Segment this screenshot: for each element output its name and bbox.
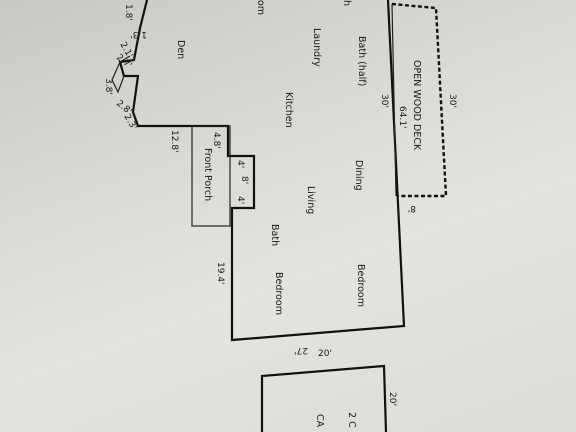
dim-label-8-porch: 8': [239, 176, 249, 184]
dim-label-4-8: 4.8': [211, 132, 221, 149]
dim-label-27: 27': [294, 345, 308, 355]
dim-label-20-garage-top: 20': [318, 349, 332, 359]
room-label-dining: Dining: [353, 160, 364, 191]
room-label-open-wood-deck: OPEN WOOD DECK: [411, 60, 422, 151]
dim-label-30-house: 30': [379, 94, 389, 108]
dim-label-2-3: 2.3': [121, 113, 138, 133]
room-label-edge-top2: h: [341, 0, 352, 6]
room-label-kitchen: Kitchen: [283, 92, 294, 128]
dim-label-20-garage-right: 20': [387, 392, 397, 406]
dim-label-12-8: 12.8': [169, 130, 179, 153]
dim-label-64-1: 64.1': [397, 106, 407, 129]
deck-inner-line: [391, 3, 397, 197]
dim-label-19-4: 19.4': [215, 262, 225, 285]
room-label-laundry: Laundry: [311, 28, 322, 67]
room-label-bedroom-left: Bedroom: [273, 272, 284, 315]
house-outline-wall: [118, 0, 406, 342]
open-wood-deck-outline: [391, 2, 448, 198]
dim-label-4-porch-bottom: 4': [235, 196, 245, 204]
dim-label-4-porch-left: 4': [235, 160, 245, 168]
room-label-bedroom-right: Bedroom: [355, 264, 366, 307]
dim-label-1-8: 1.8': [123, 4, 133, 21]
dim-label-8-deck: 8': [408, 203, 416, 213]
dim-label-1-3: 1.3': [130, 29, 147, 39]
garage-outline: [260, 364, 388, 432]
dim-label-30-deck-top: 30': [447, 94, 457, 108]
dim-label-3-8: 3.8': [103, 78, 113, 95]
room-label-garage-1: 2 C: [346, 412, 357, 428]
room-label-front-porch: Front Porch: [202, 148, 213, 201]
room-label-edge-top: om: [255, 0, 266, 15]
room-label-garage-2: CA: [314, 414, 325, 428]
room-label-bath: Bath: [269, 224, 280, 246]
entry-notch-detail: [111, 55, 131, 94]
room-label-living: Living: [305, 186, 316, 214]
room-label-bath-half: Bath (half): [356, 36, 367, 86]
room-label-den: Den: [175, 40, 186, 59]
front-porch-outline: [191, 125, 231, 227]
